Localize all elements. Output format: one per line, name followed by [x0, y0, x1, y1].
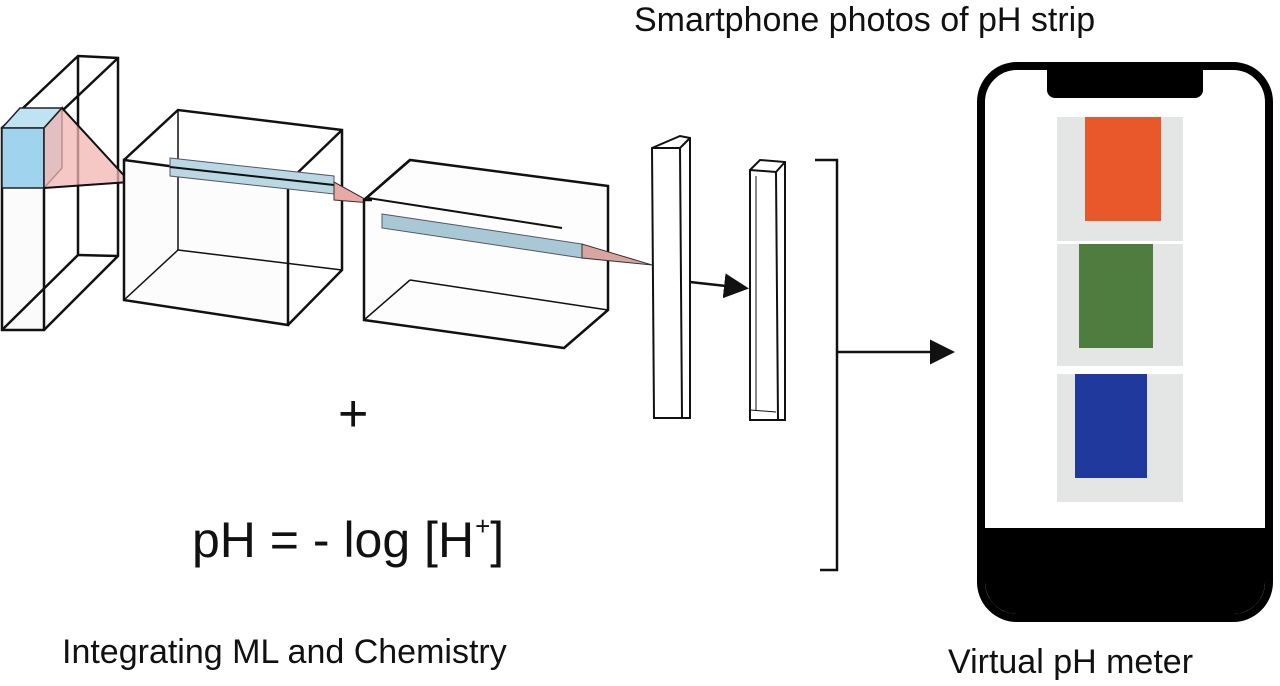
photo-basic — [1057, 374, 1183, 502]
ml-chemistry-caption: Integrating ML and Chemistry — [62, 633, 507, 671]
projection-2 — [333, 181, 373, 204]
basic-strip — [1075, 374, 1147, 478]
phone-chin — [985, 528, 1265, 614]
smartphone-photos-title: Smartphone photos of pH strip — [634, 1, 1096, 39]
conv-volume-1 — [122, 108, 344, 327]
ph-formula: pH = - log [H+] — [192, 496, 504, 570]
dense-arrow — [689, 273, 749, 299]
formula-main: pH = - log [H — [192, 512, 475, 568]
conv-volume-2 — [362, 158, 610, 350]
phone-notch — [1047, 70, 1203, 98]
projection-3 — [581, 243, 653, 266]
photo-neutral — [1057, 244, 1183, 366]
formula-end: ] — [490, 512, 505, 568]
smartphone — [977, 62, 1273, 622]
acidic-strip — [1085, 117, 1161, 221]
plus-sign: + — [338, 385, 369, 443]
photo-acidic — [1057, 117, 1183, 241]
formula-superscript: + — [475, 511, 491, 541]
dense-layer-1 — [650, 134, 691, 419]
virtual-ph-meter-caption: Virtual pH meter — [948, 643, 1194, 681]
dense-layer-2 — [749, 158, 786, 421]
bracket — [815, 158, 839, 572]
input-volume — [0, 54, 120, 332]
neutral-strip — [1079, 244, 1153, 348]
